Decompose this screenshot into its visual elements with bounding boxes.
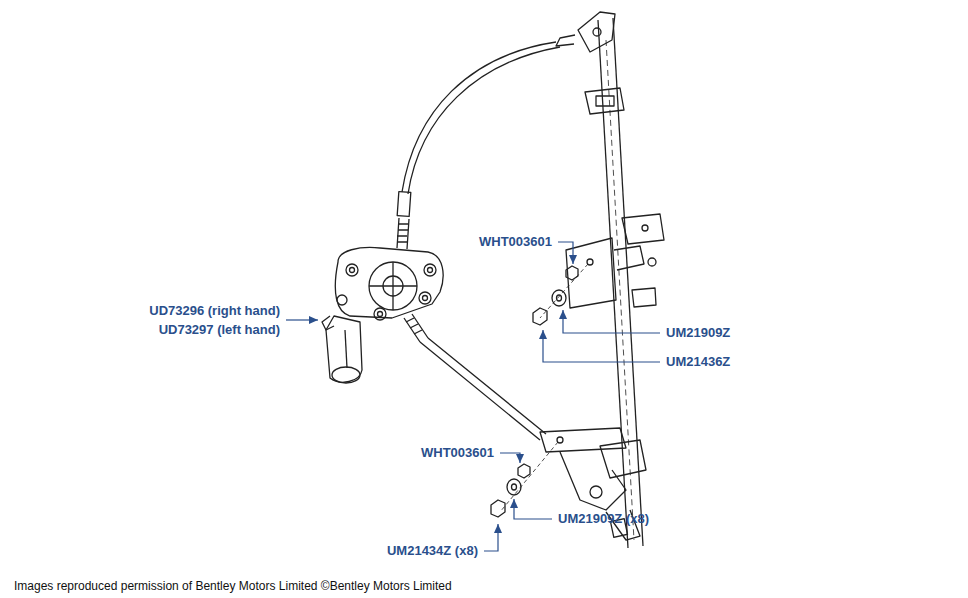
leader-line (484, 524, 498, 551)
part-number: UM21909Z (666, 325, 730, 341)
part-number: UM21909Z (x8) (558, 511, 649, 527)
leader-line (558, 242, 573, 264)
part-number: UD73297 (left hand) (159, 322, 280, 338)
part-number: WHT003601 (479, 234, 552, 250)
leader-line (500, 453, 520, 463)
part-number: UM21436Z (666, 354, 730, 370)
leader-line (514, 499, 552, 519)
leader-line (563, 310, 660, 333)
part-number: WHT003601 (421, 445, 494, 461)
leader-line (543, 330, 660, 362)
leader-line (286, 319, 318, 320)
part-number: UM21434Z (x8) (387, 543, 478, 559)
part-number: UD73296 (right hand) (149, 303, 280, 319)
copyright-caption: Images reproduced permission of Bentley … (14, 579, 452, 593)
